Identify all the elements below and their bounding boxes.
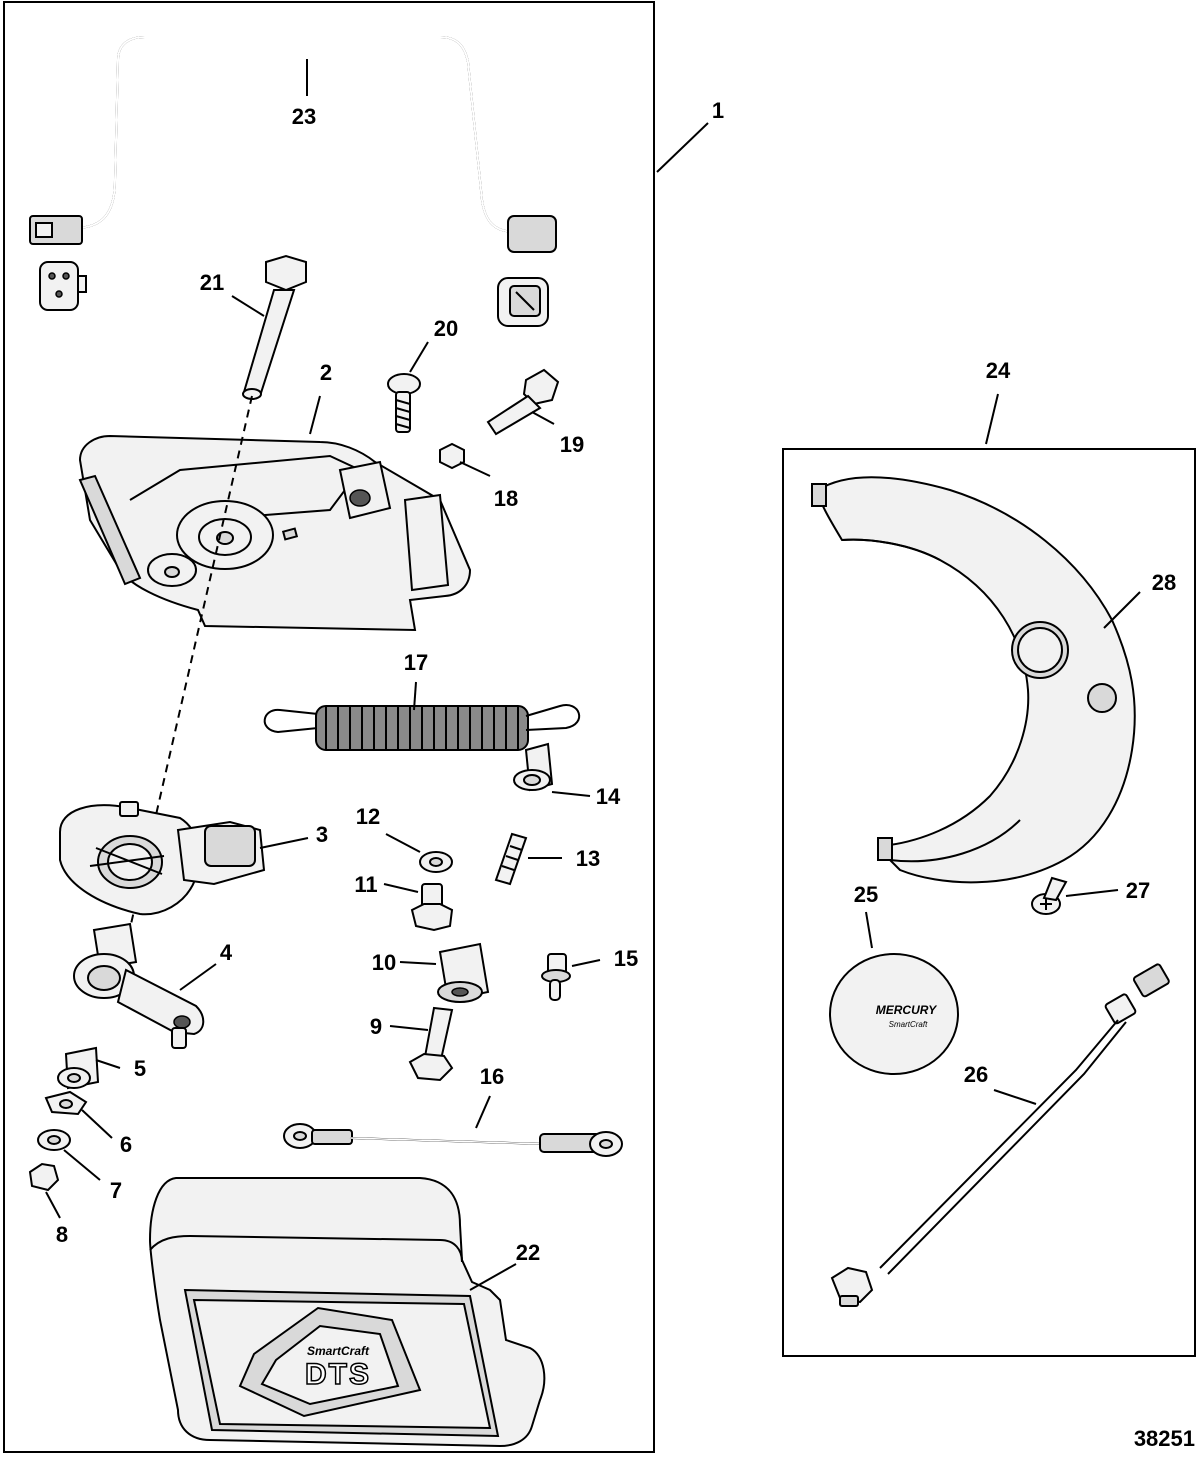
part-22-control-module xyxy=(148,1177,546,1448)
part-16-link-rod xyxy=(283,1123,623,1157)
part-18-nut xyxy=(439,442,465,470)
part-14-bushing xyxy=(513,742,554,792)
callout-4: 4 xyxy=(220,940,233,965)
part-7-washer xyxy=(37,1129,71,1151)
callout-24: 24 xyxy=(986,358,1011,383)
callout-23: 23 xyxy=(292,104,316,129)
callout-15: 15 xyxy=(614,946,638,971)
callout-26: 26 xyxy=(964,1062,988,1087)
callout-25: 25 xyxy=(854,882,878,907)
part-9-bolt xyxy=(408,1006,454,1082)
callout-labels: 1 2 3 4 5 6 7 8 9 10 11 12 13 14 15 16 1… xyxy=(56,98,1176,1265)
figure-number: 38251 xyxy=(1134,1426,1195,1451)
part-25-cap: MERCURY SmartCraft xyxy=(829,953,959,1075)
callout-1: 1 xyxy=(712,98,724,123)
part-15-stud xyxy=(541,953,571,1001)
leader-lines xyxy=(45,59,1141,1291)
part-10-spacer xyxy=(437,942,490,1003)
cover-sub-text: SmartCraft xyxy=(889,1020,928,1029)
callout-7: 7 xyxy=(110,1178,122,1203)
callout-9: 9 xyxy=(370,1014,382,1039)
part-27-screw xyxy=(1031,876,1068,915)
callout-17: 17 xyxy=(404,650,428,675)
part-23-harness xyxy=(29,36,557,327)
part-13-setscrew xyxy=(494,832,528,886)
callout-18: 18 xyxy=(494,486,518,511)
callout-16: 16 xyxy=(480,1064,504,1089)
callout-19: 19 xyxy=(560,432,584,457)
assembly-box-1 xyxy=(3,1,655,1453)
callout-27: 27 xyxy=(1126,878,1150,903)
callout-14: 14 xyxy=(596,784,621,809)
part-21-bolt xyxy=(242,254,307,400)
callout-10: 10 xyxy=(372,950,396,975)
callout-20: 20 xyxy=(434,316,458,341)
callout-28: 28 xyxy=(1152,570,1176,595)
callout-2: 2 xyxy=(320,360,332,385)
callout-21: 21 xyxy=(200,270,224,295)
part-6-clip xyxy=(44,1090,88,1116)
part-3-sensor xyxy=(59,801,266,916)
part-2-bracket xyxy=(78,434,472,632)
callout-3: 3 xyxy=(316,822,328,847)
callout-5: 5 xyxy=(134,1056,146,1081)
callout-11: 11 xyxy=(354,872,377,897)
callout-8: 8 xyxy=(56,1222,68,1247)
part-8-nut xyxy=(28,1162,60,1192)
part-20-screw xyxy=(387,373,421,433)
kit-box-24 xyxy=(782,448,1196,1357)
part-19-bolt xyxy=(486,368,560,436)
callout-6: 6 xyxy=(120,1132,132,1157)
part-4-lever xyxy=(73,922,205,1049)
cover-brand-text: MERCURY xyxy=(876,1003,937,1017)
part-12-washer xyxy=(419,851,453,873)
part-26-sensor-lead xyxy=(830,963,1170,1307)
part-5-sleeve xyxy=(57,1046,100,1090)
part-11-bolt xyxy=(410,883,454,932)
callout-22: 22 xyxy=(516,1240,540,1265)
part-28-cover xyxy=(811,476,1136,884)
callout-12: 12 xyxy=(356,804,380,829)
callout-13: 13 xyxy=(576,846,600,871)
part-17-spring xyxy=(263,704,581,751)
